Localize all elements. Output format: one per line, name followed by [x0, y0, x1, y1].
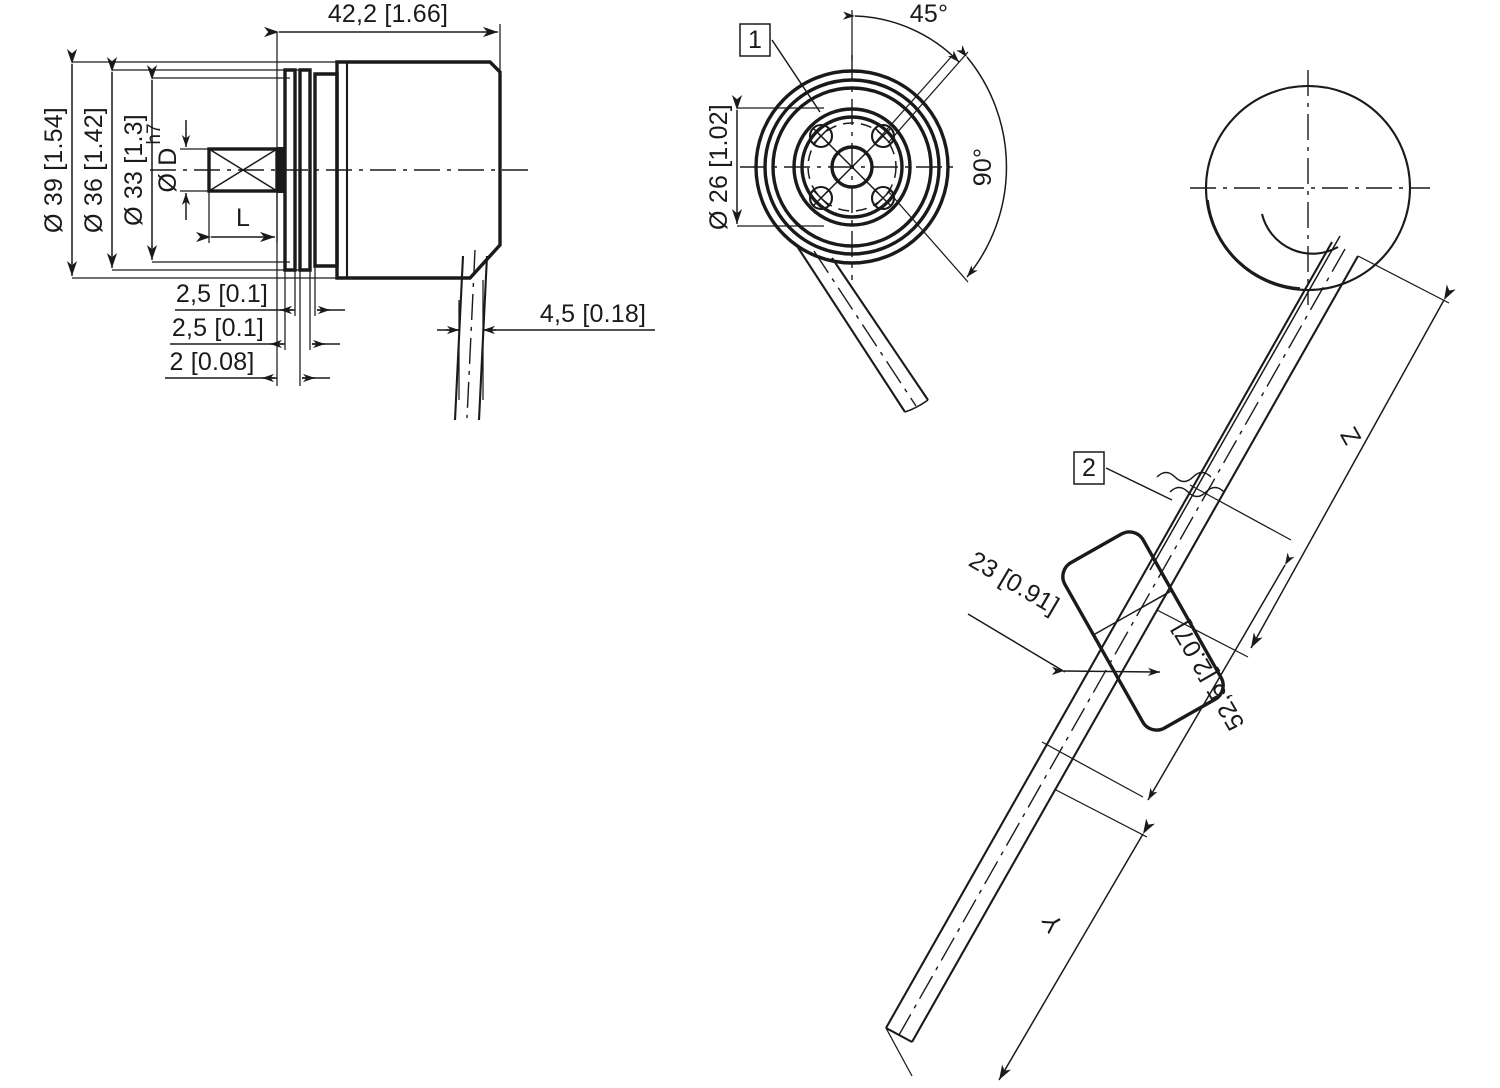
dim-cable-diameter: 4,5 [0.18]	[437, 280, 655, 400]
dim-hole-pitch-angle-label: 90°	[969, 148, 997, 186]
dim-pilot-diameter: Ø 33 [1.3]	[120, 65, 290, 263]
mounting-hole	[808, 123, 834, 149]
dim-bolt-circle-diameter-label: Ø 26 [1.02]	[705, 104, 733, 230]
side-view-cable-centerline	[466, 249, 476, 419]
dim-step-two-label: 2,5 [0.1]	[172, 314, 264, 342]
dim-hole-pitch-angle: 90°	[887, 45, 1008, 283]
front-view-bolt-circle	[807, 122, 897, 212]
dim-step-one: 2,5 [0.1]	[175, 266, 345, 316]
dim-hole-offset-angle-label: 45°	[910, 0, 948, 28]
dim-hole-offset-angle: 45°	[842, 0, 960, 145]
dim-shaft-diameter-label: Ø D	[154, 147, 182, 192]
dim-step-two: 2,5 [0.1]	[170, 270, 340, 350]
balloon-2[interactable]: 2	[1073, 451, 1173, 501]
front-view-cable	[794, 242, 929, 413]
side-view-shaft	[207, 147, 286, 193]
dim-pilot-diameter-label: Ø 33 [1.3]	[120, 114, 148, 226]
balloon-1[interactable]: 1	[739, 23, 821, 113]
dim-step-three-label: 2 [0.08]	[170, 348, 255, 376]
dim-cable-diameter-label: 4,5 [0.18]	[540, 300, 646, 328]
dim-shaft-length-label: L	[236, 204, 250, 232]
dim-bolt-circle-diameter: Ø 26 [1.02]	[705, 95, 824, 230]
front-view-cable-centerline	[813, 250, 917, 407]
dim-overall-length: 42,2 [1.66]	[264, 0, 501, 150]
dim-flange-diameter: Ø 36 [1.42]	[80, 57, 300, 271]
front-view-rings	[754, 69, 950, 265]
dim-outer-diameter: Ø 39 [1.54]	[40, 49, 340, 279]
dim-step-one-label: 2,5 [0.1]	[176, 280, 268, 308]
shaft-shoulder	[277, 147, 286, 193]
dim-shaft-tolerance-label: h7	[144, 123, 165, 144]
dim-shaft-diameter: Ø D h7	[144, 120, 212, 220]
cable-break-symbol	[1156, 471, 1225, 498]
side-section-view: 42,2 [1.66] Ø 39 [1.54] Ø 36 [1.42] Ø 33…	[40, 0, 655, 421]
balloon-2-label: 2	[1082, 454, 1096, 482]
dim-outer-diameter-label: Ø 39 [1.54]	[40, 107, 68, 233]
dim-step-three: 2 [0.08]	[165, 191, 330, 386]
front-face-view: Ø 26 [1.02] 45° 90° 1	[705, 0, 1008, 413]
front-view-shaft	[825, 140, 879, 194]
dim-flange-diameter-label: Ø 36 [1.42]	[80, 107, 108, 233]
balloon-1-label: 1	[748, 26, 762, 54]
dim-overall-length-label: 42,2 [1.66]	[328, 0, 448, 28]
